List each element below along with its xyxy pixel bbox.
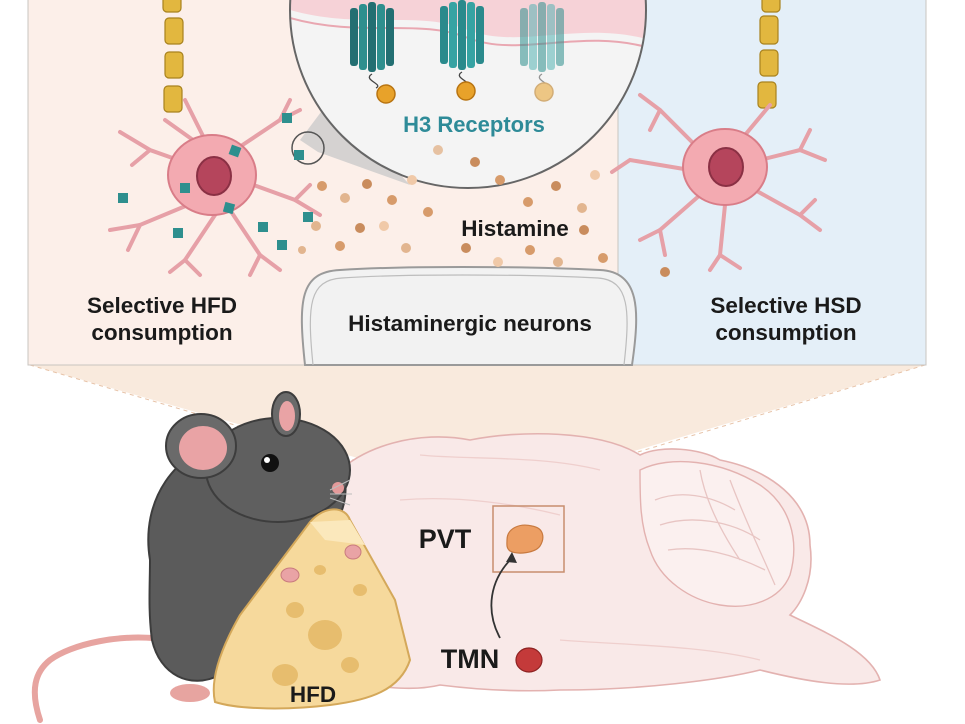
tmn-region [515,647,543,673]
receptors-label: H3 Receptors [403,112,545,137]
receptor-zoom: H3 Receptors [289,0,647,189]
neuron-icon-right [610,0,827,272]
pvt-region [506,524,544,554]
h3-receptor-icon-1 [350,2,396,104]
histaminergic-neuron-body [300,266,638,366]
histaminergic-neurons-label: Histaminergic neurons [348,311,592,336]
neuron-icon-left [108,0,322,277]
mouse-icon [147,391,352,702]
pvt-box [492,505,565,573]
pvt-label: PVT [418,524,472,554]
histamine-molecule-icon [298,145,670,277]
histamine-label: Histamine [461,216,569,241]
zoom-source-circle [291,131,325,165]
food-label: HFD [289,682,337,707]
projection-arrow [490,557,513,639]
brain-icon [323,432,882,692]
h3-receptor-icon-3 [520,2,564,102]
projection-cone [30,365,925,470]
tmn-label: TMN [440,644,500,674]
histaminergic-neuron-inner-outline [309,274,628,366]
right-panel-label: Selective HSD consumption [710,293,862,346]
mouse-tail [31,634,173,723]
h3-receptor-icon-2 [440,0,484,101]
projection-arrowhead [506,552,517,563]
cheese-icon [212,508,412,710]
left-panel-label: Selective HFD consumption [86,293,238,346]
